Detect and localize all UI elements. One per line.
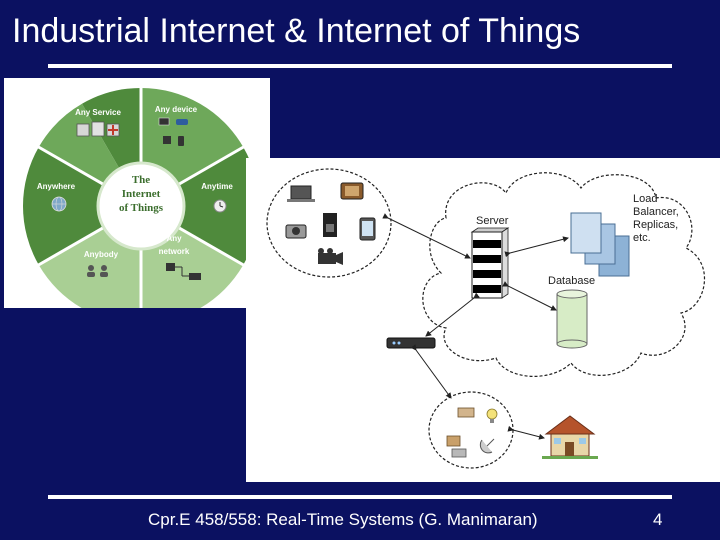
load-balancer-label-1: Load — [633, 193, 657, 205]
tablet-icon — [359, 217, 376, 241]
slide-title: Industrial Internet & Internet of Things — [12, 12, 581, 50]
replicas-stack-icon — [570, 212, 630, 277]
load-balancer-label-4: etc. — [633, 232, 651, 244]
router-icon — [386, 337, 436, 349]
radio-icon — [451, 448, 467, 458]
people-icon — [87, 265, 108, 277]
clock-icon — [213, 199, 227, 213]
label-anybody: Anybody — [84, 250, 119, 259]
wheel-center-line-1: The — [132, 174, 150, 186]
load-balancer-label-2: Balancer, — [633, 206, 679, 218]
title-underline — [48, 64, 672, 68]
wheel-segment-anytime — [141, 147, 260, 265]
label-any-network-1: Any — [166, 234, 182, 243]
iot-wheel-diagram: The Internet of Things Any Service Any d… — [4, 78, 270, 308]
server-icon — [470, 227, 510, 299]
house-icon — [542, 415, 598, 459]
globe-icon — [51, 196, 67, 212]
network-device-icon — [166, 263, 201, 280]
load-balancer-label-3: Replicas, — [633, 219, 678, 231]
label-any-network-2: network — [159, 247, 190, 256]
page-number: 4 — [653, 510, 663, 529]
footer-rule — [48, 495, 672, 499]
fax-icon — [457, 407, 475, 418]
speaker-icon — [446, 435, 461, 447]
label-anytime: Anytime — [201, 182, 233, 191]
database-label: Database — [548, 275, 595, 287]
label-any-device: Any device — [155, 105, 198, 114]
satellite-dish-icon — [479, 438, 495, 454]
video-camera-icon — [318, 248, 343, 265]
wheel-segment-anywhere — [22, 147, 141, 265]
light-bulb-icon — [486, 408, 498, 423]
cloud-network-diagram: Server Load Balancer, Replicas, etc. Dat… — [246, 158, 720, 482]
camera-icon — [285, 224, 307, 239]
devices-icon — [158, 117, 188, 146]
database-icon — [556, 289, 588, 349]
coffee-maker-icon — [323, 213, 337, 237]
wheel-center — [96, 161, 186, 251]
wheel-center-line-2: Internet — [122, 188, 161, 200]
laptop-icon — [287, 185, 315, 202]
wheel-center-line-3: of Things — [119, 202, 164, 214]
label-anywhere: Anywhere — [37, 182, 76, 191]
server-label: Server — [476, 215, 509, 227]
slide-footer: Cpr.E 458/558: Real-Time Systems (G. Man… — [148, 510, 538, 529]
home-devices-cluster — [428, 391, 514, 469]
connection-lines — [382, 213, 569, 440]
label-any-service: Any Service — [75, 108, 121, 117]
tv-icon — [340, 182, 364, 200]
building-icon — [76, 121, 120, 137]
